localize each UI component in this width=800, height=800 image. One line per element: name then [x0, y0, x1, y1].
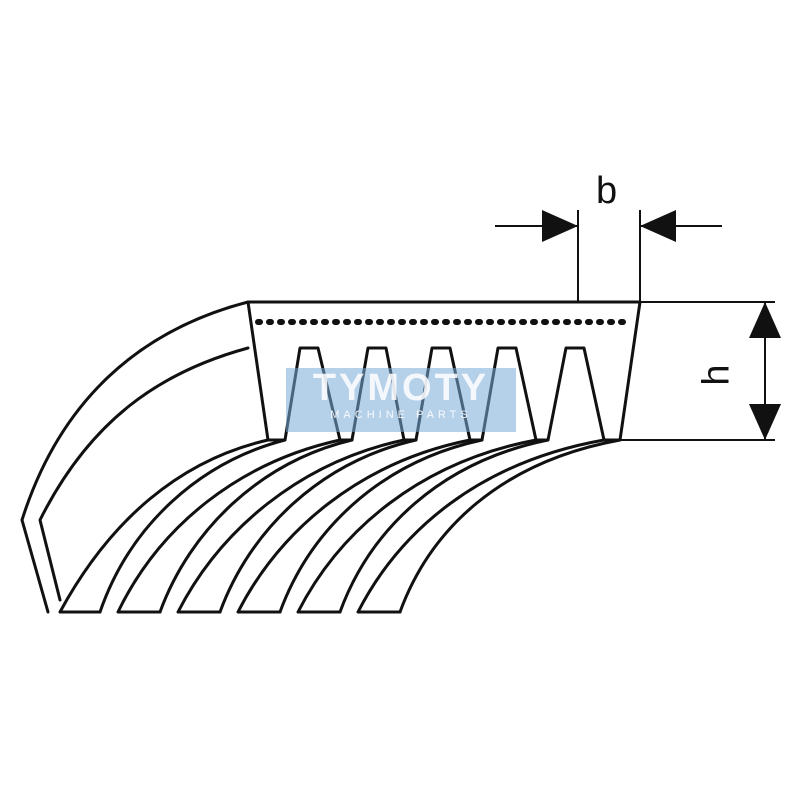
b-arrow-right	[640, 210, 676, 242]
belt-back-inner-curve	[38, 346, 250, 602]
rib-curve-8	[278, 438, 484, 614]
rib-curve-2	[98, 438, 287, 614]
belt-cross-section	[246, 300, 642, 442]
b-arrow-left	[542, 210, 578, 242]
rib-curve-7	[236, 438, 472, 614]
height-label: h	[695, 364, 738, 386]
rib-curve-10	[338, 438, 550, 614]
rib-curve-1	[58, 438, 270, 614]
watermark-brand: TYMOTY	[312, 367, 490, 409]
rib-curve-9	[296, 438, 538, 614]
h-arrow-top	[749, 302, 781, 338]
watermark-tagline: MACHINE PARTS	[330, 409, 472, 421]
rib-curve-5	[176, 438, 406, 614]
h-arrow-bottom	[749, 404, 781, 440]
rib-curve-6	[218, 438, 418, 614]
rib-curve-3	[116, 438, 342, 614]
rib-curve-4	[158, 438, 354, 614]
rib-curve-11	[356, 438, 606, 614]
watermark: TYMOTY MACHINE PARTS	[286, 368, 516, 432]
rib-curve-12	[398, 438, 622, 614]
belt-back-curve	[20, 300, 250, 614]
width-label: b	[596, 170, 618, 212]
